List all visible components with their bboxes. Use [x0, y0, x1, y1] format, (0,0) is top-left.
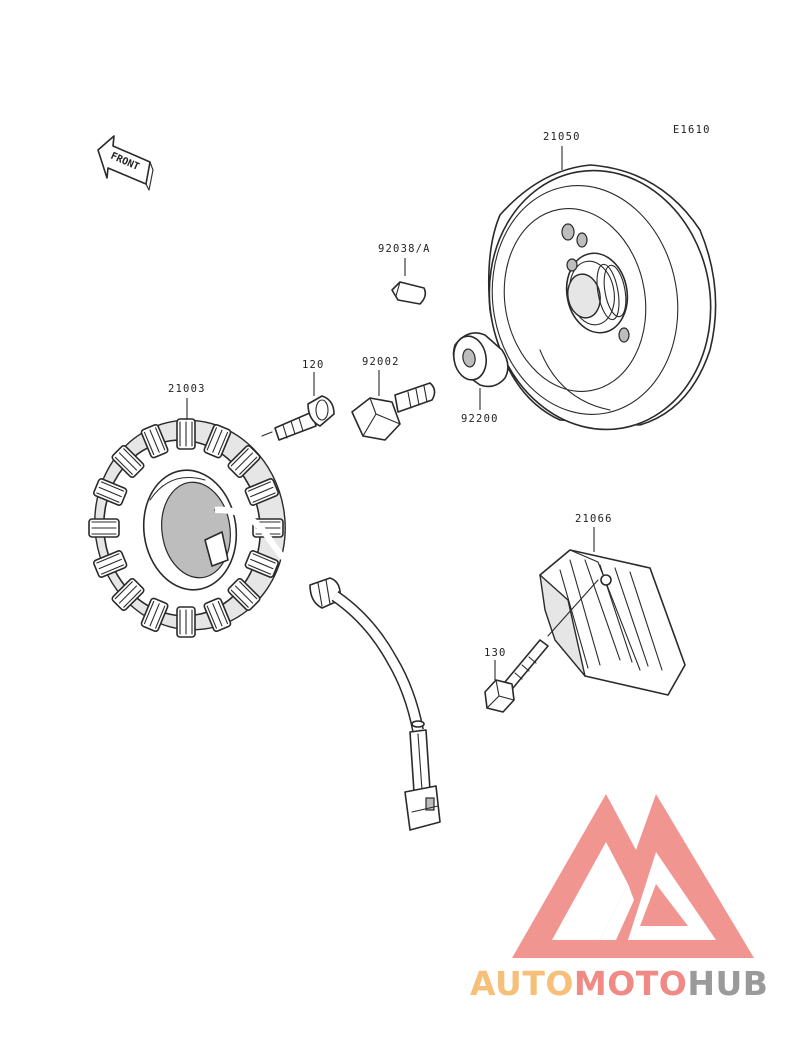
- stator-winding-line: [98, 558, 122, 570]
- stator-winding-line: [114, 581, 133, 600]
- diagram-code: E1610: [673, 124, 711, 136]
- label-120[interactable]: 120: [302, 359, 325, 371]
- stator-winding-line: [234, 452, 254, 471]
- front-arrow-icon: FRONT: [97, 135, 154, 191]
- stator-winding-line: [123, 448, 142, 467]
- flywheel-part[interactable]: [469, 153, 731, 447]
- stator-winding-line: [212, 603, 223, 627]
- stator-part[interactable]: [81, 408, 298, 642]
- stator-winding-line: [250, 486, 274, 498]
- label-130[interactable]: 130: [484, 647, 507, 659]
- stator-winding-line: [217, 431, 229, 456]
- stator-winding-line: [118, 452, 138, 471]
- washer-part[interactable]: [450, 332, 509, 388]
- stator-winding-line: [100, 564, 125, 575]
- flywheel-bolt-part[interactable]: [351, 382, 436, 441]
- label-92002[interactable]: 92002: [362, 356, 400, 368]
- stator-winding-line: [234, 585, 254, 604]
- stator-winding-line: [247, 481, 272, 492]
- stator-winding-line: [96, 553, 120, 564]
- stator-winding-line: [250, 558, 274, 570]
- watermark-logo-icon: [512, 794, 754, 958]
- label-92038a[interactable]: 92038/A: [378, 243, 431, 255]
- stator-winding-line: [98, 486, 122, 498]
- stator-winding-line: [239, 581, 258, 600]
- stator-winding-line: [247, 564, 272, 575]
- label-92200[interactable]: 92200: [461, 413, 499, 425]
- stator-winding-line: [252, 492, 276, 503]
- stator-winding-line: [149, 429, 160, 453]
- stator-winding-line: [143, 431, 155, 456]
- stator-winding-line: [149, 603, 160, 627]
- stator-winding-line: [114, 456, 133, 475]
- label-21066[interactable]: 21066: [575, 513, 613, 525]
- watermark-text: AUTOMOTOHUB: [470, 964, 768, 1003]
- watermark-hub: HUB: [687, 964, 769, 1003]
- stator-winding-line: [155, 605, 166, 629]
- stator-screw-part[interactable]: [261, 395, 335, 441]
- stator-winding-line: [155, 427, 166, 451]
- stator-winding-line: [252, 553, 276, 564]
- label-21003[interactable]: 21003: [168, 383, 206, 395]
- stator-poles: [88, 418, 284, 638]
- stator-winding-line: [143, 600, 155, 625]
- stator-winding-line: [206, 605, 217, 629]
- regulator-part[interactable]: [539, 549, 686, 696]
- woodruff-key-part[interactable]: [391, 281, 427, 305]
- regulator-bolt-part[interactable]: [484, 579, 599, 713]
- stator-winding-line: [239, 456, 258, 475]
- stator-winding-line: [212, 429, 223, 453]
- stator-winding-line: [230, 589, 249, 608]
- stator-harness: [204, 506, 441, 831]
- stator-winding-line: [100, 481, 125, 492]
- watermark-auto: AUTO: [470, 964, 574, 1003]
- stator-winding-line: [230, 448, 249, 467]
- watermark-moto: MOTO: [573, 964, 688, 1003]
- stator-winding-line: [217, 600, 229, 625]
- stator-winding-line: [206, 427, 217, 451]
- label-21050[interactable]: 21050: [543, 131, 581, 143]
- stator-winding-line: [96, 492, 120, 503]
- stator-winding-line: [118, 585, 138, 604]
- stator-winding-line: [123, 589, 142, 608]
